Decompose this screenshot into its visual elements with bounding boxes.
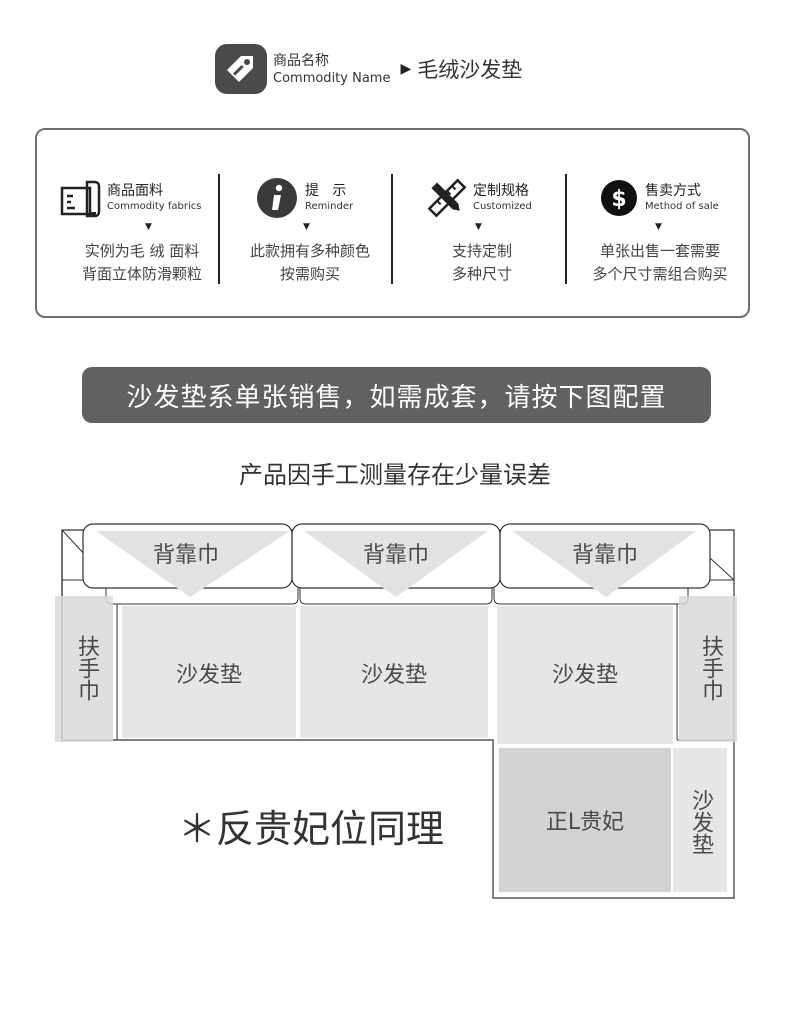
info-subtitle: Reminder [305, 201, 354, 212]
info-line: 多个尺寸需组合购买 [592, 265, 728, 283]
back-towel-label: 背靠巾 [152, 543, 219, 568]
info-icon [255, 176, 299, 220]
armrest-towel-label: 扶手巾 [74, 635, 99, 701]
info-line: 单张出售一套需要 [599, 242, 720, 260]
fabric-swatch-icon [59, 176, 103, 220]
info-line: 按需购买 [279, 265, 340, 283]
info-column-sale: $ 售卖方式 Method of sale ▼ 单张出售一套需要 多个尺寸需组合… [577, 174, 743, 286]
reverse-chaise-note: ＊反贵妃位同理 [178, 807, 445, 851]
info-title: 定制规格 [473, 183, 529, 199]
info-line: 多种尺寸 [451, 265, 512, 283]
sofa-cushion-label: 沙发垫 [360, 663, 427, 688]
dollar-coin-icon: $ [599, 176, 643, 220]
info-title: 售卖方式 [645, 183, 701, 199]
info-line: 支持定制 [451, 242, 512, 260]
header: 商品名称 Commodity Name ▶ 毛绒沙发垫 [215, 44, 522, 94]
info-title: 提 示 [305, 183, 347, 199]
header-label-en: Commodity Name [273, 70, 391, 86]
svg-text:$: $ [611, 187, 626, 212]
price-tag-icon [215, 44, 267, 94]
measurement-note: 产品因手工测量存在少量误差 [239, 461, 551, 489]
down-arrow-icon: ▼ [655, 222, 662, 232]
sofa-cushion-label: 沙发垫 [551, 663, 618, 688]
column-divider [565, 174, 567, 284]
play-arrow-icon: ▶ [400, 61, 412, 77]
info-subtitle: Method of sale [645, 201, 719, 212]
down-arrow-icon: ▼ [303, 222, 310, 232]
chaise-side-cushion-label: 沙发垫 [688, 789, 713, 855]
info-line: 实例为毛 绒 面料 [84, 242, 200, 260]
armrest-towel-label: 扶手巾 [698, 635, 723, 701]
product-name: 毛绒沙发垫 [417, 58, 523, 82]
info-column-customized: 定制规格 Customized ▼ 支持定制 多种尺寸 [409, 174, 555, 286]
column-divider [391, 174, 393, 284]
info-line: 此款拥有多种颜色 [249, 242, 370, 260]
back-towel-label: 背靠巾 [362, 543, 429, 568]
header-label: 商品名称 Commodity Name [273, 52, 390, 87]
back-towel-label: 背靠巾 [571, 543, 638, 568]
column-divider [218, 174, 220, 284]
header-label-cn: 商品名称 [273, 52, 329, 69]
sale-notice-banner: 沙发垫系单张销售，如需成套，请按下图配置 [82, 367, 711, 423]
sofa-cushion-label: 沙发垫 [175, 663, 242, 688]
down-arrow-icon: ▼ [475, 222, 482, 232]
down-arrow-icon: ▼ [145, 222, 152, 232]
info-title: 商品面料 [107, 183, 163, 199]
chaise-label: 正L贵妃 [545, 810, 625, 835]
info-subtitle: Commodity fabrics [107, 201, 202, 212]
ruler-pencil-icon [425, 176, 469, 220]
info-subtitle: Customized [473, 201, 532, 212]
info-column-fabric: 商品面料 Commodity fabrics ▼ 实例为毛 绒 面料 背面立体防… [59, 174, 225, 286]
info-column-reminder: 提 示 Reminder ▼ 此款拥有多种颜色 按需购买 [237, 174, 383, 286]
info-panel: 商品面料 Commodity fabrics ▼ 实例为毛 绒 面料 背面立体防… [35, 128, 750, 318]
info-line: 背面立体防滑颗粒 [81, 265, 202, 283]
